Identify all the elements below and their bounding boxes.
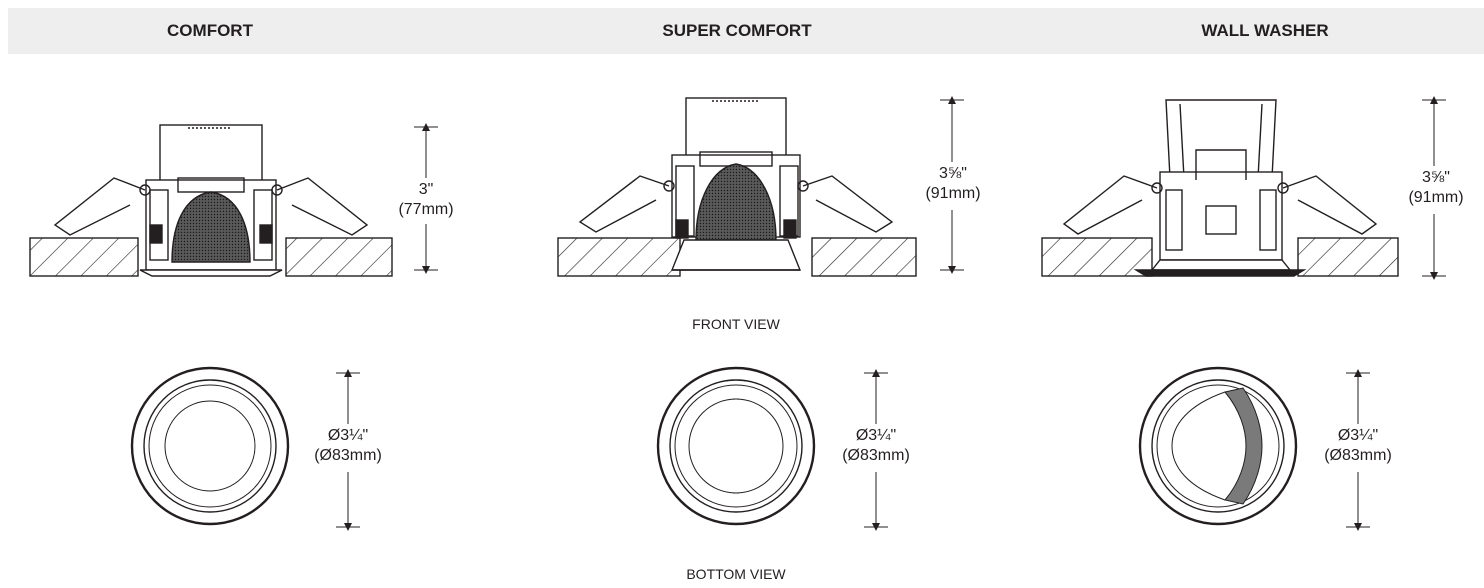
dim-super-comfort-height: 3⅝" (91mm) (913, 164, 993, 204)
dim-comfort-height: 3" (77mm) (386, 180, 466, 220)
dim-metric: (91mm) (925, 185, 981, 202)
column-title-wall-washer: WALL WASHER (1201, 21, 1329, 40)
ceiling-section-left (29, 237, 139, 277)
front-view-label: FRONT VIEW (692, 316, 780, 332)
bottom-view-super-comfort (656, 366, 816, 526)
bottom-view-comfort (130, 366, 290, 526)
dim-imperial: 3⅝" (1422, 169, 1450, 186)
front-view-super-comfort (557, 97, 917, 277)
dim-imperial: 3⅝" (939, 165, 967, 182)
dim-metric: (91mm) (1408, 189, 1464, 206)
dim-comfort-diameter: Ø3¼" (Ø83mm) (300, 426, 396, 466)
dim-metric: (Ø83mm) (1324, 447, 1392, 464)
dim-imperial: 3" (418, 181, 434, 198)
dim-imperial: Ø3¼" (1337, 427, 1379, 444)
dim-metric: (Ø83mm) (314, 447, 382, 464)
bottom-view-wall-washer (1138, 366, 1298, 526)
front-view-comfort (29, 124, 393, 277)
dim-super-comfort-diameter: Ø3¼" (Ø83mm) (828, 426, 924, 466)
column-title-super-comfort: SUPER COMFORT (662, 21, 812, 40)
column-title-comfort: COMFORT (167, 21, 253, 40)
ceiling-section-right (811, 237, 917, 277)
dim-wall-washer-diameter: Ø3¼" (Ø83mm) (1310, 426, 1406, 466)
dim-imperial: Ø3¼" (327, 427, 369, 444)
header-band (8, 8, 1484, 54)
bottom-view-label: BOTTOM VIEW (686, 566, 786, 582)
front-view-wall-washer (1041, 99, 1399, 277)
ceiling-section-left (557, 237, 681, 277)
ceiling-section-right (1297, 237, 1399, 277)
dim-wall-washer-height: 3⅝" (91mm) (1396, 168, 1476, 208)
dim-metric: (77mm) (398, 201, 454, 218)
dim-imperial: Ø3¼" (855, 427, 897, 444)
ceiling-section-left (1041, 237, 1153, 277)
ceiling-section-right (285, 237, 393, 277)
dim-metric: (Ø83mm) (842, 447, 910, 464)
